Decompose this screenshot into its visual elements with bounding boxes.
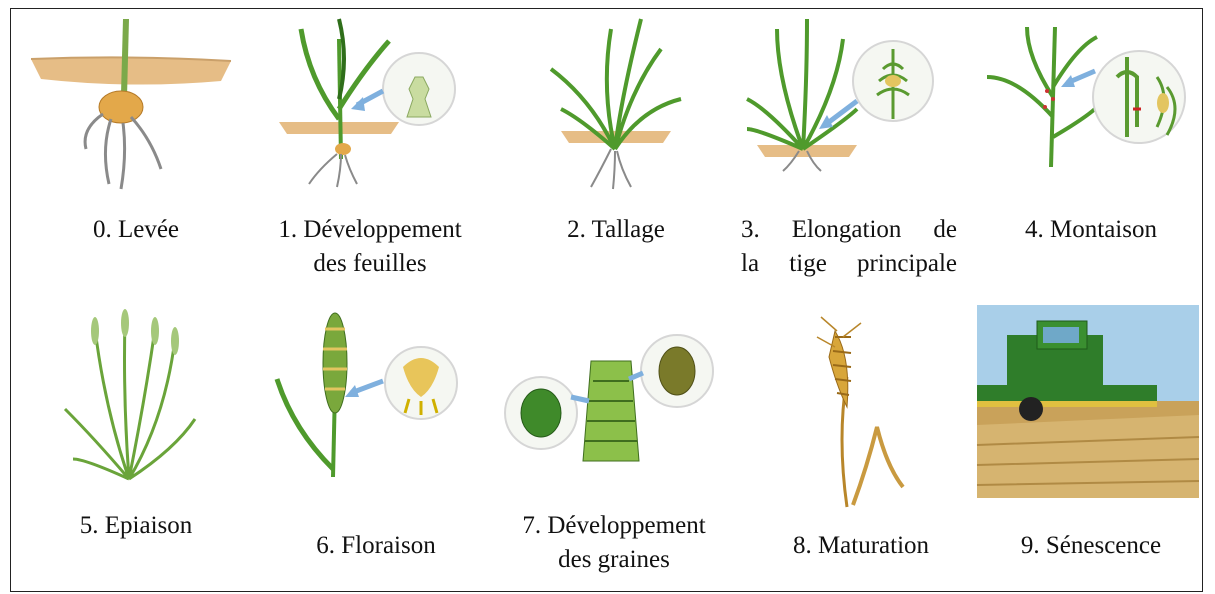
stage-9-label: 9. Sénescence bbox=[1001, 529, 1181, 563]
stage-2-label-line: 2. Tallage bbox=[531, 213, 701, 247]
stage-3-label-line: la tige principale bbox=[741, 247, 957, 281]
stage-2-label: 2. Tallage bbox=[531, 213, 701, 247]
grain-development-icon bbox=[501, 321, 721, 466]
stage-9-photo bbox=[977, 305, 1199, 498]
stage-6-illustration bbox=[273, 309, 473, 479]
stage-6-label: 6. Floraison bbox=[291, 529, 461, 563]
stage-0-illustration bbox=[31, 19, 231, 194]
stage-3-label: 3. Elongation de la tige principale bbox=[741, 213, 957, 281]
heading-icon bbox=[65, 309, 195, 484]
stage-5-label-line: 5. Epiaison bbox=[51, 509, 221, 543]
stage-2-illustration bbox=[551, 19, 681, 189]
stage-4-label-line: 4. Montaison bbox=[1001, 213, 1181, 247]
stage-8-label: 8. Maturation bbox=[771, 529, 951, 563]
stage-9-label-line: 9. Sénescence bbox=[1001, 529, 1181, 563]
stage-1-label-line: des feuilles bbox=[255, 247, 485, 281]
stage-7-label: 7. Développement des graines bbox=[499, 509, 729, 577]
stage-3-illustration bbox=[747, 19, 947, 174]
ripening-wheat-icon bbox=[807, 317, 917, 507]
tillering-icon bbox=[551, 19, 681, 189]
leaf-development-icon bbox=[279, 19, 479, 189]
stage-4-label: 4. Montaison bbox=[1001, 213, 1181, 247]
stage-8-label-line: 8. Maturation bbox=[771, 529, 951, 563]
stage-7-label-line: 7. Développement bbox=[499, 509, 729, 543]
stage-1-label: 1. Développement des feuilles bbox=[255, 213, 485, 281]
stage-4-illustration bbox=[987, 17, 1197, 177]
flowering-icon bbox=[273, 309, 473, 479]
stage-1-illustration bbox=[279, 19, 479, 189]
stage-7-illustration bbox=[501, 321, 721, 466]
stages-frame: 0. Levée 1. Développement des feuilles bbox=[10, 8, 1203, 592]
stage-1-label-line: 1. Développement bbox=[255, 213, 485, 247]
stage-5-illustration bbox=[65, 309, 195, 484]
emergence-seedling-icon bbox=[31, 19, 231, 194]
stem-elongation-icon bbox=[747, 19, 947, 174]
stage-6-label-line: 6. Floraison bbox=[291, 529, 461, 563]
stage-0-label: 0. Levée bbox=[51, 213, 221, 247]
stage-7-label-line: des graines bbox=[499, 543, 729, 577]
stage-5-label: 5. Epiaison bbox=[51, 509, 221, 543]
stage-0-label-line: 0. Levée bbox=[51, 213, 221, 247]
stem-extension-icon bbox=[987, 17, 1197, 177]
stage-8-illustration bbox=[807, 317, 917, 507]
stage-3-label-line: 3. Elongation de bbox=[741, 213, 957, 247]
combine-harvester-icon bbox=[977, 305, 1199, 498]
